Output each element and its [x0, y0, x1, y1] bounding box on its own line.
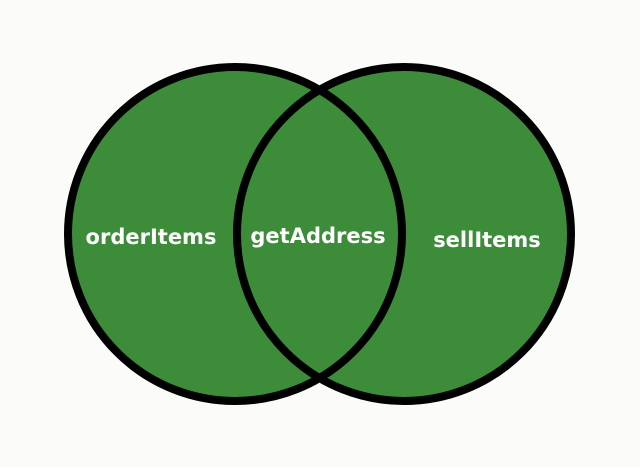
right-set-label: sellItems: [433, 228, 541, 252]
left-set-label: orderItems: [86, 225, 217, 249]
right-circle-outline: [233, 63, 575, 405]
circle-outlines: [64, 63, 575, 405]
left-circle-outline: [64, 63, 406, 405]
intersection-label: getAddress: [250, 224, 385, 248]
region-labels: orderItems getAddress sellItems: [86, 224, 541, 252]
